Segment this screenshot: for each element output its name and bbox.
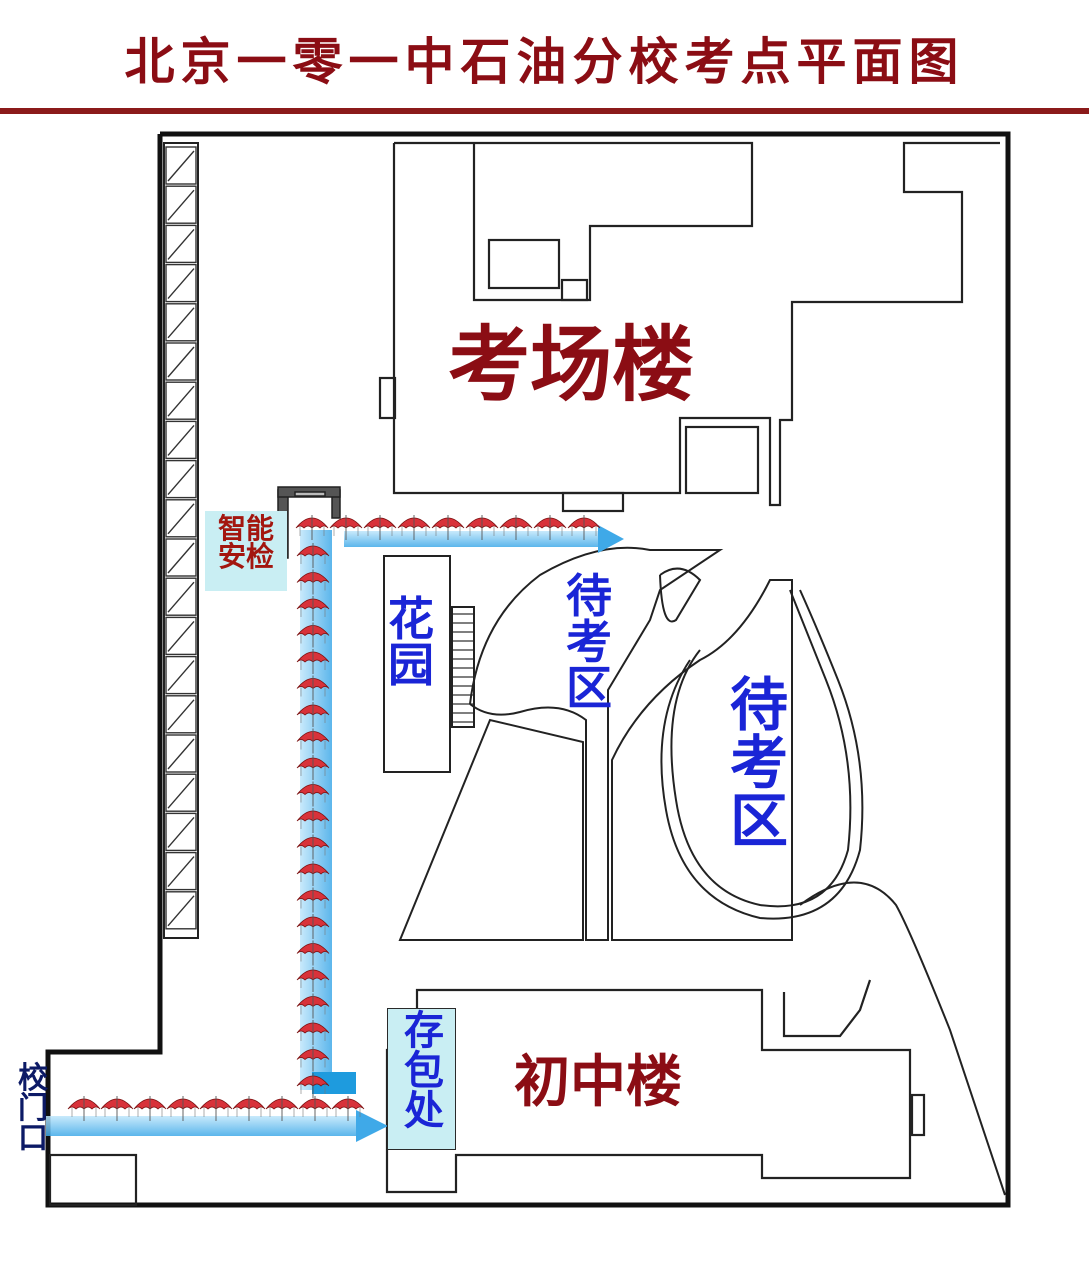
security-check-label: 智能安检 bbox=[217, 512, 274, 573]
bag-storage-label: 存包处 bbox=[404, 1008, 444, 1134]
junior-building bbox=[48, 979, 926, 1207]
map-title: 北京一零一中石油分校考点平面图 bbox=[124, 33, 965, 91]
bag-storage-highlight bbox=[387, 1008, 456, 1150]
school-gate-label: 校门口 bbox=[18, 1061, 48, 1156]
garden-bed bbox=[383, 555, 475, 773]
route-arrow-top bbox=[344, 531, 598, 547]
umbrella-queue bbox=[67, 514, 601, 1122]
waiting-area-paths bbox=[398, 546, 1006, 1196]
fence-hatches bbox=[165, 146, 197, 930]
garden-label: 花园 bbox=[388, 592, 434, 692]
waiting-area-1-label: 待考区 bbox=[566, 569, 612, 715]
route-arrow-icon bbox=[356, 1110, 388, 1142]
security-check-highlight bbox=[205, 511, 287, 591]
exam-building-label: 考场楼 bbox=[448, 318, 695, 413]
route-arrow-bottom bbox=[46, 1116, 356, 1136]
junior-building-label: 初中楼 bbox=[514, 1050, 682, 1115]
campus-boundary bbox=[45, 131, 1011, 1208]
waiting-area-2-label: 待考区 bbox=[730, 671, 789, 855]
route-arrows bbox=[46, 525, 624, 1142]
exam-building bbox=[378, 141, 1000, 513]
route-arrow-icon bbox=[598, 525, 624, 553]
title-divider bbox=[0, 108, 1089, 114]
